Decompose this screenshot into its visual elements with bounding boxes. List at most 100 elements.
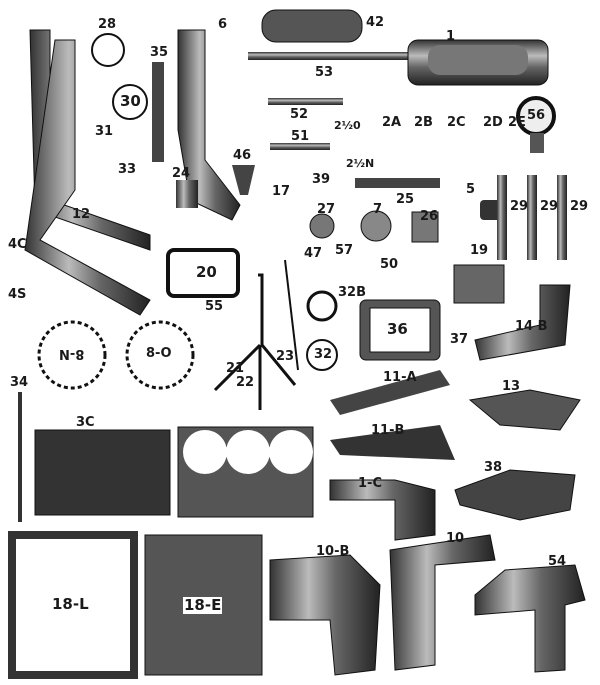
- label-35: 35: [150, 45, 169, 60]
- label-31: 31: [95, 124, 114, 139]
- label-3s: 3-S: [235, 443, 263, 461]
- label-17: 17: [272, 184, 291, 199]
- label-14b: 14 B: [515, 319, 548, 334]
- label-34: 34: [10, 375, 29, 390]
- label-8n: 8-N: [59, 346, 85, 361]
- label-57: 57: [335, 243, 354, 258]
- label-47: 47: [304, 246, 323, 261]
- part-1c-burner: [329, 479, 436, 541]
- part-18l-grate: [8, 531, 138, 679]
- part-46-funnel: [232, 165, 255, 195]
- part-10b-burner: [269, 554, 381, 676]
- label-50: 50: [380, 257, 399, 272]
- part-35-column: [152, 62, 164, 162]
- part-29-rod-a: [497, 175, 507, 260]
- label-19: 19: [470, 243, 489, 258]
- part-3c-grates: [34, 429, 171, 516]
- label-25: 25: [396, 192, 415, 207]
- label-38: 38: [484, 460, 503, 475]
- label-5: 5: [466, 182, 476, 197]
- label-6: 6: [218, 17, 228, 32]
- label-18l: 18-L: [52, 595, 89, 613]
- label-12: 12: [72, 207, 91, 222]
- label-36: 36: [387, 320, 408, 338]
- part-11b-arm: [330, 425, 455, 460]
- label-7: 7: [373, 202, 383, 217]
- label-29-c: 29: [570, 199, 589, 214]
- part-38-burner: [454, 469, 576, 521]
- label-2-half-n: 2½N: [346, 157, 375, 170]
- part-19-plate: [453, 264, 505, 304]
- part-24-cup: [176, 180, 198, 208]
- part-54-burner: [474, 564, 586, 673]
- part-8o-grate: [125, 320, 195, 390]
- label-54: 54: [548, 554, 567, 569]
- part-23-rod: [284, 259, 299, 371]
- label-2d: 2D: [483, 115, 503, 130]
- part-3s-plate: [177, 426, 314, 518]
- label-2c: 2C: [447, 115, 466, 130]
- label-1c: 1-C: [358, 476, 382, 491]
- part-30-ring: [112, 84, 148, 120]
- label-32b: 32B: [338, 285, 366, 300]
- label-21: 21: [226, 361, 245, 376]
- part-51-rail: [270, 143, 330, 150]
- part-32-ring: [306, 339, 338, 371]
- label-20: 20: [196, 263, 217, 281]
- part-14b-pipe: [474, 284, 571, 361]
- part-7-disc: [360, 210, 392, 242]
- part-13-burner: [468, 389, 581, 431]
- label-46: 46: [233, 148, 252, 163]
- label-42: 42: [366, 15, 385, 30]
- part-26-plate: [411, 211, 439, 243]
- label-3c: 3C: [76, 415, 95, 430]
- label-51: 51: [291, 129, 310, 144]
- part-11a-arm: [330, 370, 450, 415]
- part-32b-wheel: [306, 290, 338, 322]
- label-37: 37: [450, 332, 469, 347]
- part-29-rod-b: [527, 175, 537, 260]
- part-28-ring: [91, 33, 125, 67]
- part-42-nameplate: [261, 9, 363, 43]
- label-2a: 2A: [382, 115, 402, 130]
- label-11a: 11-A: [383, 370, 417, 385]
- label-29-b: 29: [540, 199, 559, 214]
- label-13: 13: [502, 379, 521, 394]
- label-30: 30: [120, 92, 141, 110]
- label-29-a: 29: [510, 199, 529, 214]
- label-24: 24: [172, 166, 191, 181]
- label-2e: 2E: [508, 115, 526, 130]
- part-12-pipe: [24, 29, 151, 316]
- label-18e: 18-E: [183, 596, 223, 614]
- part-22-stand: [213, 273, 297, 410]
- label-4c: 4C: [8, 237, 27, 252]
- label-10b: 10-B: [316, 544, 350, 559]
- label-52: 52: [290, 107, 309, 122]
- label-39: 39: [312, 172, 331, 187]
- label-32: 32: [314, 347, 333, 362]
- part-34-rod: [18, 392, 22, 522]
- part-53-rail: [248, 52, 408, 60]
- label-26: 26: [420, 209, 439, 224]
- label-28: 28: [98, 17, 117, 32]
- part-10-burner: [389, 534, 496, 671]
- label-27: 27: [317, 202, 336, 217]
- label-2b: 2B: [414, 115, 433, 130]
- label-53: 53: [315, 65, 334, 80]
- part-29-rod-c: [557, 175, 567, 260]
- label-55: 55: [205, 299, 224, 314]
- part-6-pipe: [177, 29, 241, 221]
- part-8n-grate: [37, 320, 107, 390]
- label-33: 33: [118, 162, 137, 177]
- label-56: 56: [527, 108, 546, 123]
- part-20-frame: [166, 248, 240, 298]
- label-2-half-0: 2½0: [334, 119, 361, 132]
- label-10: 10: [446, 531, 465, 546]
- label-22: 22: [236, 375, 255, 390]
- label-1: 1: [446, 29, 456, 44]
- label-11b: 11-B: [371, 423, 405, 438]
- label-23: 23: [276, 349, 295, 364]
- part-25-nameplate: [355, 178, 440, 188]
